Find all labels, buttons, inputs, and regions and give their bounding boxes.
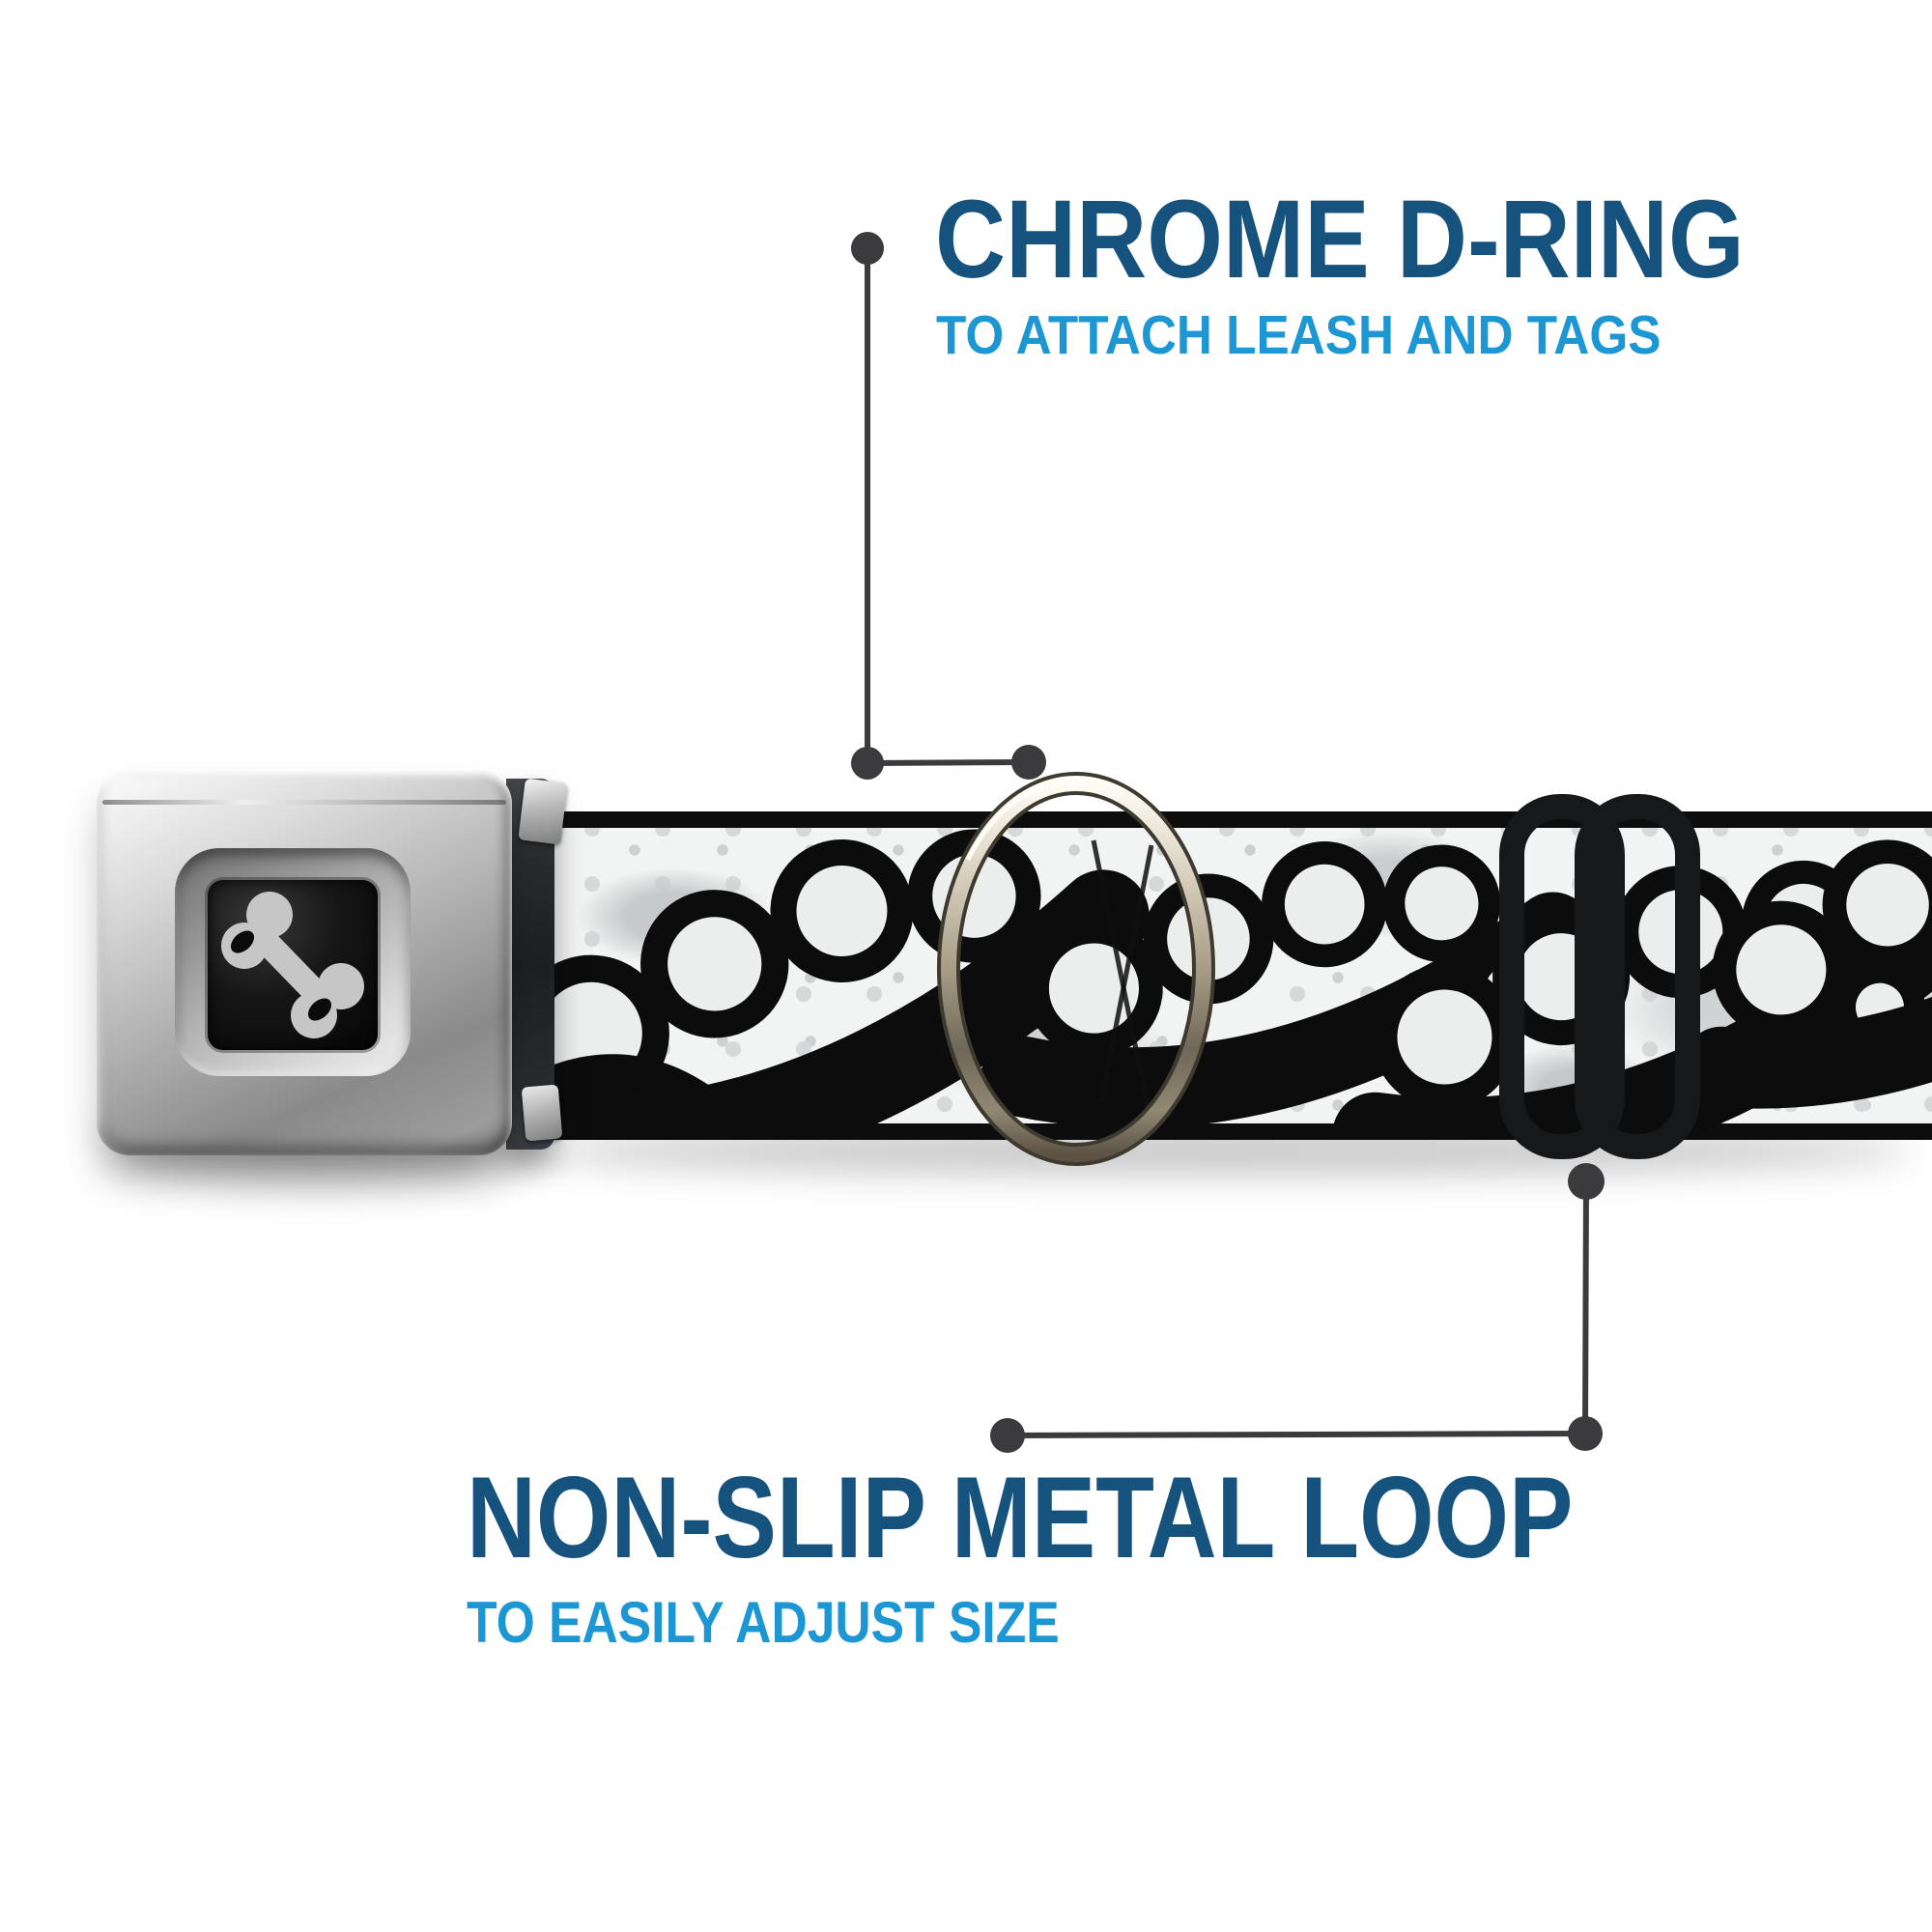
buckle-seam	[102, 800, 506, 805]
callout-d-ring-title: CHROME D-RING	[935, 178, 1745, 301]
callout-metal-loop-subtitle: TO EASILY ADJUST SIZE	[467, 1590, 1060, 1655]
callout-pointer-d-ring	[851, 232, 1046, 780]
adjuster-loop	[1499, 794, 1700, 1159]
callout-metal-loop-title: NON-SLIP METAL LOOP	[467, 1453, 1574, 1582]
callout-pointer-metal-loop	[990, 1163, 1605, 1453]
d-ring	[937, 772, 1215, 1166]
buckle-logo-window	[208, 880, 378, 1050]
callout-d-ring-subtitle: TO ATTACH LEASH AND TAGS	[936, 304, 1662, 366]
dog-bone-icon	[221, 892, 364, 1038]
